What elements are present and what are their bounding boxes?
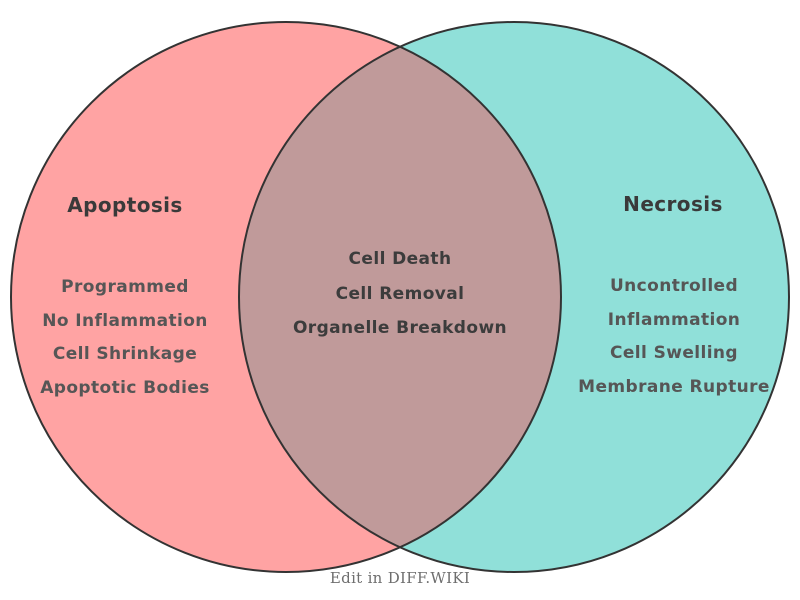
left-circle-outline <box>10 21 562 573</box>
right-item-membrane-rupture: Membrane Rupture <box>578 377 770 397</box>
right-item-inflammation: Inflammation <box>607 310 741 330</box>
overlap-item-cell-removal: Cell Removal <box>335 284 465 304</box>
overlap-item-organelle-breakdown: Organelle Breakdown <box>292 318 508 338</box>
left-item-apoptotic-bodies: Apoptotic Bodies <box>40 378 210 398</box>
left-item-no-inflammation: No Inflammation <box>42 311 208 331</box>
left-item-programmed: Programmed <box>61 277 189 297</box>
left-circle-title: Apoptosis <box>67 193 183 217</box>
right-circle-outline <box>238 21 790 573</box>
overlap-region <box>239 22 561 572</box>
right-item-uncontrolled: Uncontrolled <box>609 276 739 296</box>
right-item-cell-swelling: Cell Swelling <box>609 343 739 363</box>
overlap-item-cell-death: Cell Death <box>348 249 452 269</box>
right-circle-title: Necrosis <box>623 192 723 216</box>
left-item-cell-shrinkage: Cell Shrinkage <box>52 344 198 364</box>
edit-in-diffwiki-link[interactable]: Edit in DIFF.WIKI <box>329 569 471 587</box>
